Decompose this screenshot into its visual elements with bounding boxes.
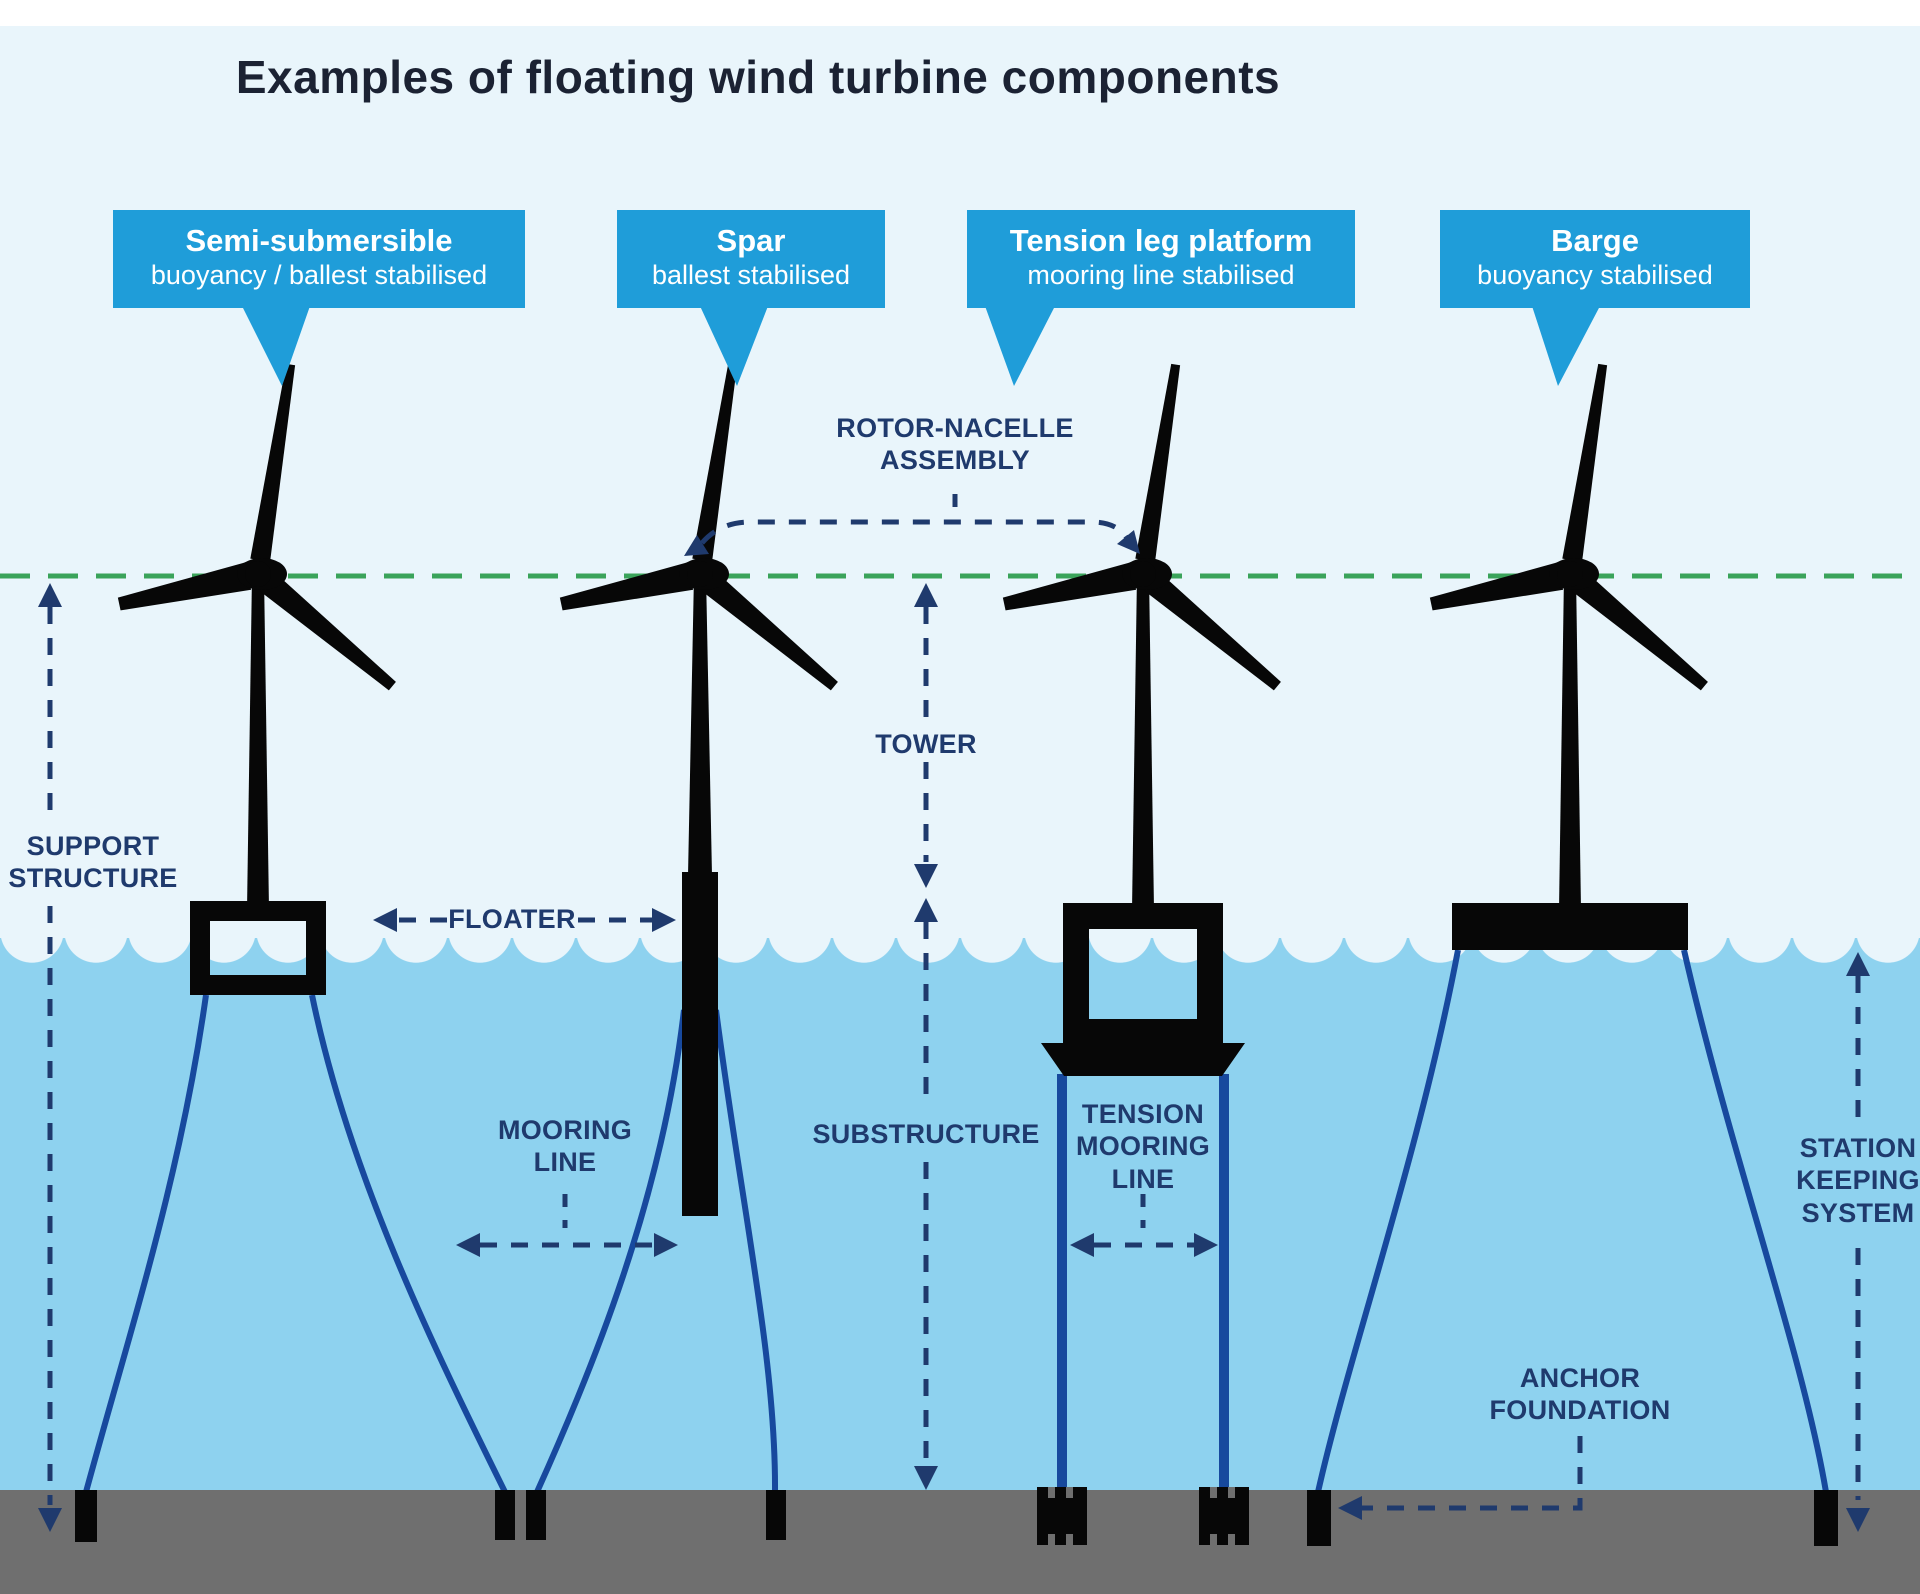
sky-background <box>0 26 1920 938</box>
label-rotor-nacelle-assembly: ROTOR-NACELLE ASSEMBLY <box>836 413 1074 476</box>
callout-semi-submersible-name: Semi-submersible <box>185 223 453 258</box>
turbine-semi-submersible <box>116 363 400 995</box>
mooring-line-dimension-arrow <box>456 1194 678 1257</box>
floater-dimension-arrows <box>373 908 676 932</box>
callout-spar-subtitle: ballest stabilised <box>651 259 851 290</box>
label-tension-mooring-line: TENSION MOORING LINE <box>1075 1099 1211 1194</box>
callout-barge-subtitle: buoyancy stabilised <box>1477 259 1713 290</box>
tlp-suction-anchors <box>1037 1487 1249 1545</box>
seabed <box>0 1490 1920 1594</box>
turbine-spar <box>558 363 842 1216</box>
sea-water <box>0 964 1920 1490</box>
support-structure-dimension-arrow <box>38 583 62 1532</box>
callout-pointers <box>242 306 1600 386</box>
mooring-lines <box>83 949 1829 1494</box>
label-mooring-line: MOORING LINE <box>497 1115 633 1178</box>
tension-mooring-dimension-arrow <box>1070 1194 1218 1257</box>
callout-barge: Barge buoyancy stabilised <box>1440 210 1750 308</box>
callout-tlp-name: Tension leg platform <box>1009 223 1313 258</box>
callout-spar-name: Spar <box>716 223 786 258</box>
callout-spar: Spar ballest stabilised <box>617 210 885 308</box>
label-station-keeping-system: STATION KEEPING SYSTEM <box>1796 1133 1920 1228</box>
anchor-foundation-pointer-arrow <box>1338 1436 1583 1520</box>
anchor-blocks <box>75 1490 1838 1546</box>
label-support-structure: SUPPORT STRUCTURE <box>8 831 178 894</box>
callout-semi-submersible: Semi-submersible buoyancy / ballest stab… <box>113 210 525 308</box>
page-title: Examples of floating wind turbine compon… <box>235 51 1281 103</box>
tower-substructure-dimension-arrow <box>914 583 938 1490</box>
label-substructure: SUBSTRUCTURE <box>812 1119 1040 1149</box>
label-anchor-foundation: ANCHOR FOUNDATION <box>1489 1363 1671 1426</box>
label-tower: TOWER <box>875 729 977 759</box>
callout-tension-leg-platform: Tension leg platform mooring line stabil… <box>967 210 1355 308</box>
station-keeping-dimension-arrow <box>1846 952 1870 1532</box>
turbine-barge <box>1428 363 1712 950</box>
rotor-nacelle-pointer-arrows <box>684 494 1140 556</box>
callout-semi-submersible-subtitle: buoyancy / ballest stabilised <box>150 259 488 290</box>
callout-tlp-subtitle: mooring line stabilised <box>1027 259 1295 290</box>
callout-barge-name: Barge <box>1551 223 1639 258</box>
turbine-tension-leg-platform <box>1001 363 1285 1076</box>
label-floater: FLOATER <box>448 904 576 934</box>
